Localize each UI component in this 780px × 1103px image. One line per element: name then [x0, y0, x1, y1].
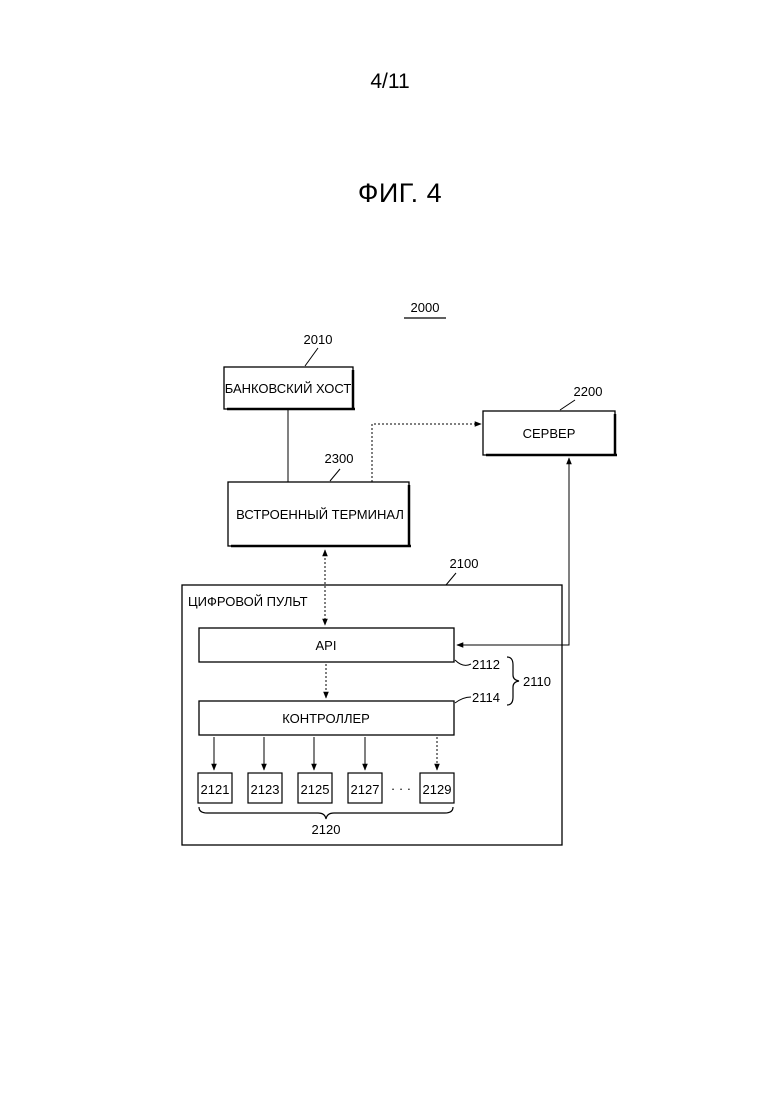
bank-host-leader — [305, 348, 318, 366]
terminal-server-arrow — [372, 424, 481, 482]
device-label: 2123 — [251, 782, 280, 797]
bank-host-label: БАНКОВСКИЙ ХОСТ — [225, 381, 352, 396]
api-controller-brace — [507, 657, 519, 705]
console-label: ЦИФРОВОЙ ПУЛЬТ — [188, 594, 308, 609]
server-ref: 2200 — [574, 384, 603, 399]
terminal-leader — [330, 469, 340, 481]
api-leader — [455, 660, 471, 665]
devices-ellipsis: · · · — [391, 781, 411, 796]
controller-ref: 2114 — [472, 690, 500, 705]
terminal-ref: 2300 — [325, 451, 354, 466]
devices-brace — [199, 807, 453, 819]
device-label: 2125 — [301, 782, 330, 797]
controller-leader — [455, 697, 471, 703]
device-label: 2121 — [201, 782, 230, 797]
controller-label: КОНТРОЛЛЕР — [282, 711, 370, 726]
terminal-label: ВСТРОЕННЫЙ ТЕРМИНАЛ — [236, 507, 404, 522]
system-ref: 2000 — [411, 300, 440, 315]
api-ref: 2112 — [472, 657, 500, 672]
device-label: 2129 — [423, 782, 452, 797]
device-label: 2127 — [351, 782, 380, 797]
server-leader — [560, 400, 575, 410]
console-ref: 2100 — [450, 556, 479, 571]
devices-group-ref: 2120 — [312, 822, 341, 837]
bank-host-ref: 2010 — [304, 332, 333, 347]
console-leader — [446, 573, 456, 585]
server-api-arrow — [457, 458, 569, 645]
server-label: СЕРВЕР — [523, 426, 576, 441]
api-controller-group-ref: 2110 — [523, 674, 551, 689]
api-label: API — [316, 638, 337, 653]
